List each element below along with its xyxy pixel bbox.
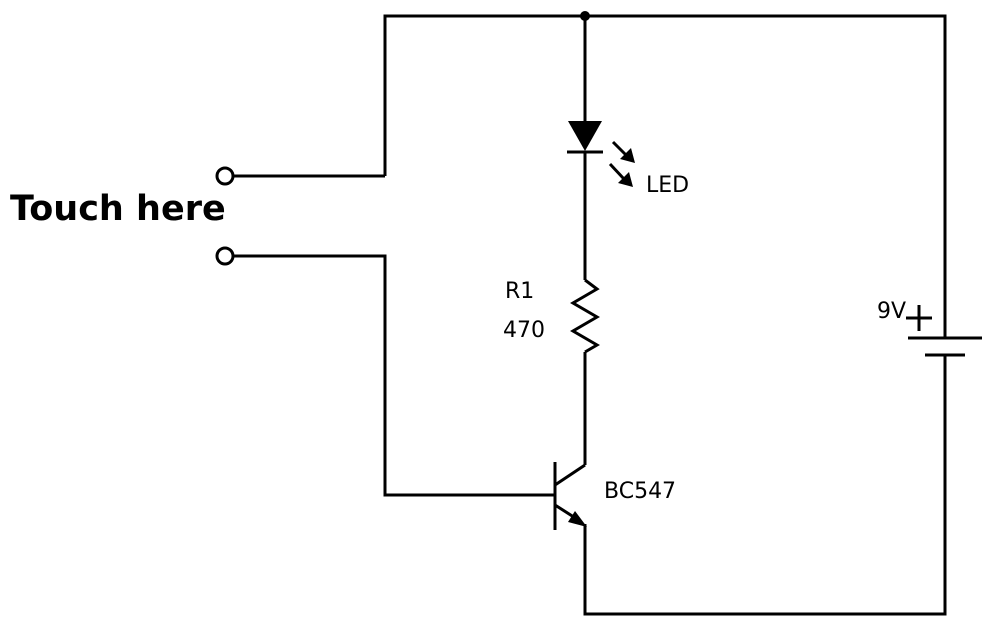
touch-terminal-upper bbox=[215, 166, 235, 186]
led-light-arrow-1 bbox=[611, 140, 629, 158]
wire-touch-lower bbox=[234, 254, 555, 497]
battery-voltage-label: 9V bbox=[877, 299, 906, 324]
transistor-collector bbox=[554, 463, 586, 487]
led-light-arrow-2 bbox=[608, 162, 626, 181]
led-label: LED bbox=[646, 173, 689, 198]
wire-top-rail bbox=[383, 14, 947, 338]
touch-terminal-lower bbox=[215, 246, 235, 266]
touch-here-label: Touch here bbox=[10, 189, 226, 229]
led-triangle bbox=[568, 121, 602, 151]
resistor-name-label: R1 bbox=[505, 279, 534, 304]
resistor-value-label: 470 bbox=[503, 318, 545, 343]
led-arrowhead-1 bbox=[620, 148, 635, 163]
wire-bottom-rail bbox=[583, 355, 947, 616]
led-arrowhead-2 bbox=[618, 172, 633, 187]
transistor-emitter-arrowhead bbox=[568, 511, 587, 527]
top-junction-dot bbox=[580, 11, 590, 21]
resistor-r1 bbox=[570, 278, 600, 354]
transistor-label: BC547 bbox=[604, 479, 676, 504]
